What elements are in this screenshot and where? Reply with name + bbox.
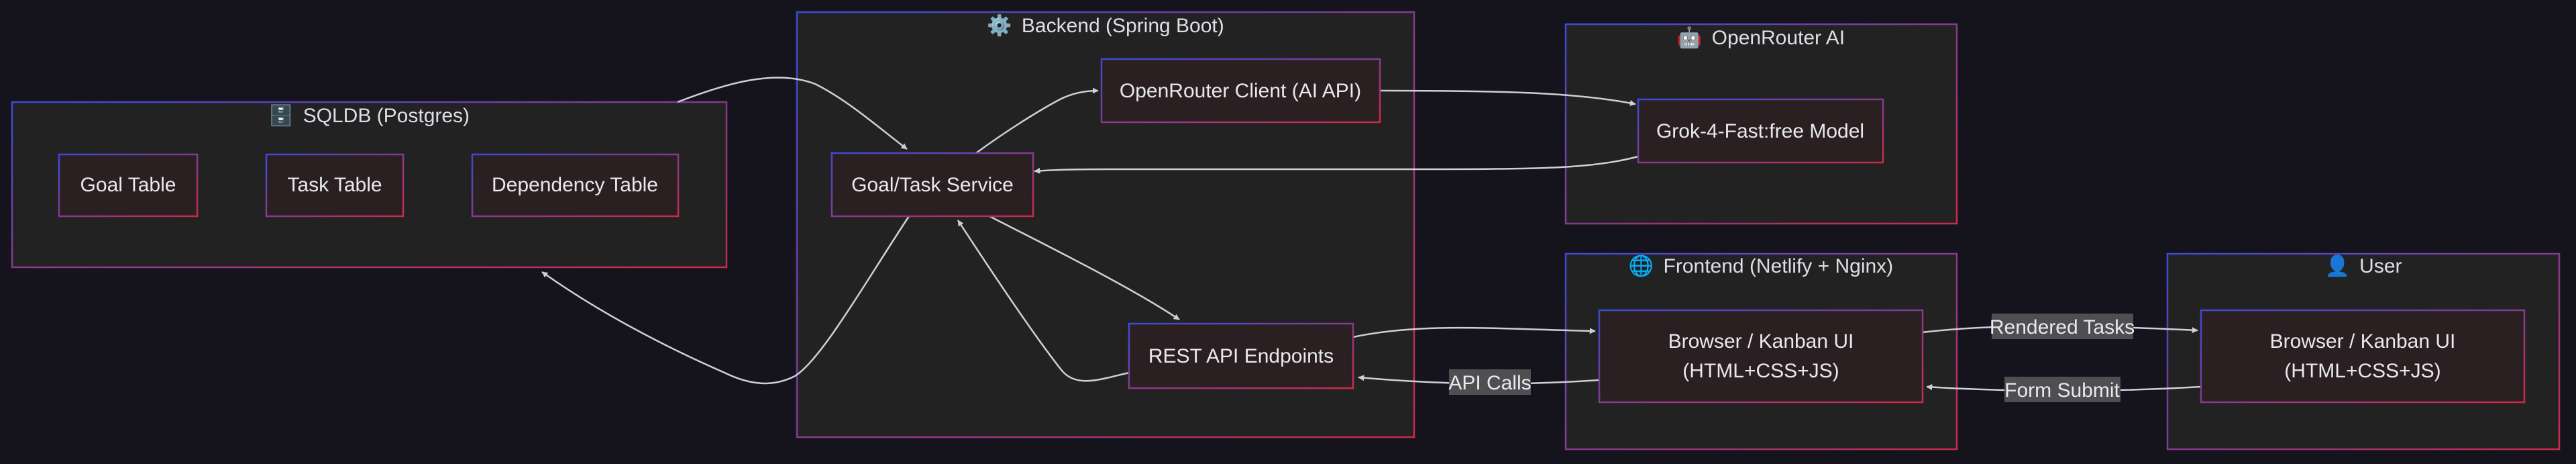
edge-label-api-calls: API Calls xyxy=(1448,369,1532,395)
edge-service-to-client xyxy=(975,87,1099,154)
rendered-tasks-label: Rendered Tasks xyxy=(1990,316,2135,338)
openrouter-client-label: OpenRouter Client (AI API) xyxy=(1120,80,1361,102)
cluster-user-title: 👤 User xyxy=(2324,254,2402,277)
node-goal-table[interactable]: Goal Table xyxy=(58,153,199,218)
edge-sqldb-to-service xyxy=(677,77,908,150)
cluster-frontend-title: 🌐 Frontend (Netlify + Nginx) xyxy=(1629,254,1893,277)
edge-service-to-rest xyxy=(989,215,1180,321)
edge-rest-to-service xyxy=(957,220,1130,382)
robot-icon: 🤖 xyxy=(1677,26,1702,49)
form-submit-label: Form Submit xyxy=(2004,379,2120,402)
node-rest-api[interactable]: REST API Endpoints xyxy=(1128,322,1354,389)
task-table-label: Task Table xyxy=(287,174,382,196)
node-browser-frontend[interactable]: Browser / Kanban UI (HTML+CSS+JS) xyxy=(1598,309,1924,404)
database-icon: 🗄️ xyxy=(268,103,293,127)
edge-label-rendered-tasks: Rendered Tasks xyxy=(1990,314,2135,339)
cluster-openrouter: 🤖 OpenRouter AI xyxy=(1564,23,1958,225)
user-icon: 👤 xyxy=(2324,254,2349,277)
grok-model-label: Grok-4-Fast:free Model xyxy=(1656,120,1864,142)
browser-frontend-label-line1: Browser / Kanban UI xyxy=(1668,330,1854,353)
edge-label-form-submit: Form Submit xyxy=(2004,377,2121,402)
goal-task-service-label: Goal/Task Service xyxy=(851,174,1014,196)
node-goal-task-service[interactable]: Goal/Task Service xyxy=(830,152,1034,218)
cluster-sqldb-label: SQLDB (Postgres) xyxy=(303,105,470,127)
cluster-backend-title: ⚙️ Backend (Spring Boot) xyxy=(987,13,1224,37)
node-dependency-table[interactable]: Dependency Table xyxy=(471,153,680,218)
cluster-user-label: User xyxy=(2359,255,2402,277)
cluster-openrouter-label: OpenRouter AI xyxy=(1712,27,1845,49)
cluster-sqldb-title: 🗄️ SQLDB (Postgres) xyxy=(268,103,470,127)
cluster-frontend-label: Frontend (Netlify + Nginx) xyxy=(1664,255,1894,277)
browser-user-label-line1: Browser / Kanban UI xyxy=(2270,330,2456,353)
node-browser-user[interactable]: Browser / Kanban UI (HTML+CSS+JS) xyxy=(2200,309,2526,404)
globe-icon: 🌐 xyxy=(1629,254,1654,277)
edge-client-to-grok xyxy=(1379,89,1636,106)
edge-grok-to-service xyxy=(1034,155,1639,174)
edge-service-to-sqldb xyxy=(541,216,910,385)
node-grok-model[interactable]: Grok-4-Fast:free Model xyxy=(1637,98,1884,164)
node-task-table[interactable]: Task Table xyxy=(265,153,405,218)
node-openrouter-client[interactable]: OpenRouter Client (AI API) xyxy=(1100,58,1381,124)
rest-api-label: REST API Endpoints xyxy=(1148,345,1334,367)
browser-user-label-line2: (HTML+CSS+JS) xyxy=(2284,360,2440,382)
edge-rest-to-frontend xyxy=(1352,326,1596,338)
cluster-backend-label: Backend (Spring Boot) xyxy=(1022,15,1224,37)
browser-frontend-label-line2: (HTML+CSS+JS) xyxy=(1682,360,1839,382)
cluster-openrouter-title: 🤖 OpenRouter AI xyxy=(1677,26,1845,49)
api-calls-label: API Calls xyxy=(1448,372,1531,394)
gear-icon: ⚙️ xyxy=(987,13,1012,37)
goal-table-label: Goal Table xyxy=(80,174,176,196)
dependency-table-label: Dependency Table xyxy=(492,174,658,196)
